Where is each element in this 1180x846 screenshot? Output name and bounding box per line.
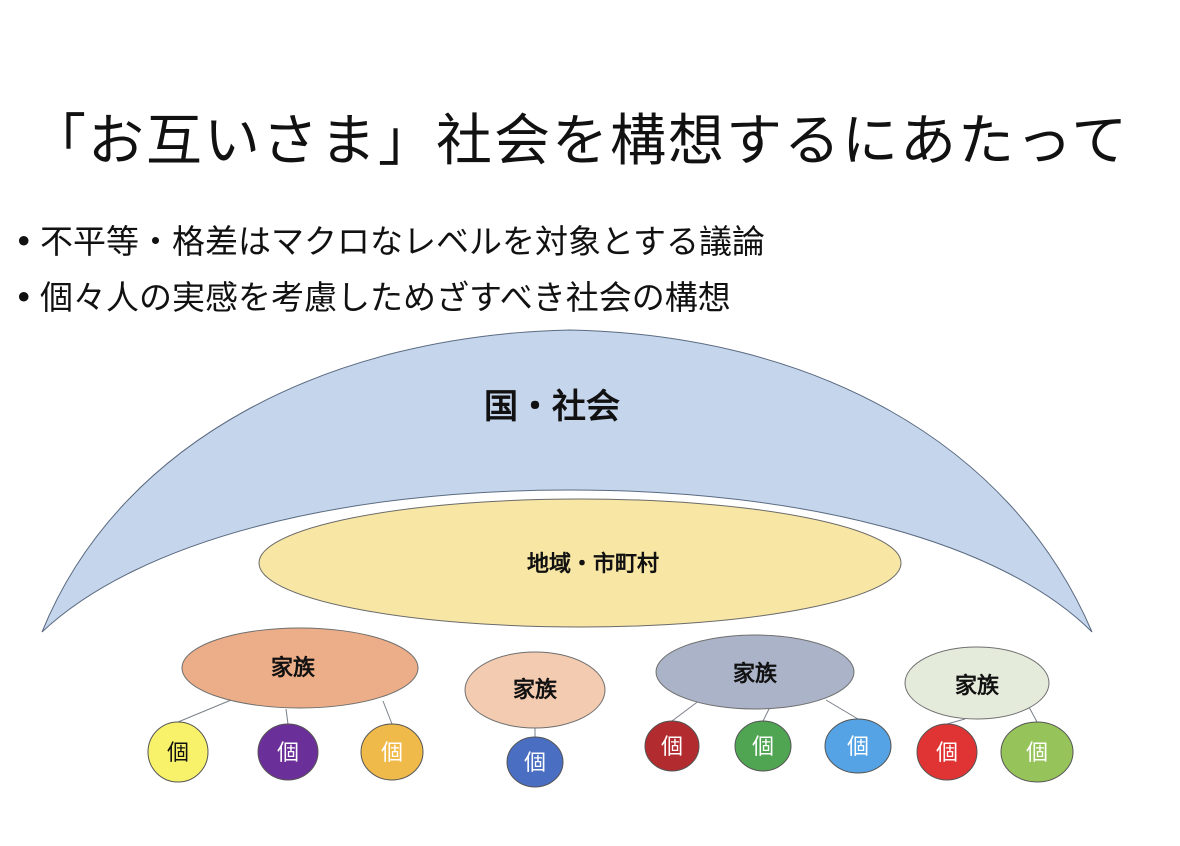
family-ellipse (904, 646, 1050, 720)
individual-ellipse (644, 720, 700, 772)
individual-ellipse (147, 721, 209, 783)
individual-label: 個 (1026, 741, 1048, 766)
individual-label: 個 (381, 741, 403, 766)
region-ellipse (258, 498, 902, 628)
individual-label: 個 (661, 735, 683, 760)
family-connector (946, 718, 966, 725)
family-connector (762, 708, 770, 722)
individual-ellipse (734, 720, 792, 772)
bullet-text: 不平等・格差はマクロなレベルを対象とする議論 (40, 222, 766, 261)
individual-label: 個 (524, 751, 546, 776)
family-label: 家族 (271, 655, 316, 681)
family-connector (825, 699, 859, 720)
individual-ellipse (824, 718, 892, 774)
individual-ellipse (506, 736, 564, 788)
family-connector (671, 699, 701, 722)
nation-crescent (41, 329, 1093, 633)
bullet-item: •個々人の実感を考慮しためざすべき社会の構想 (14, 278, 731, 317)
bullet-item: •不平等・格差はマクロなレベルを対象とする議論 (14, 222, 766, 261)
individual-ellipse (1000, 721, 1074, 783)
family-ellipse (655, 634, 855, 710)
family-ellipse (464, 651, 606, 729)
individual-label: 個 (752, 735, 774, 760)
family-connector (382, 700, 393, 725)
nation-label: 国・社会 (484, 387, 620, 427)
family-connector (177, 697, 237, 723)
family-label: 家族 (955, 673, 1000, 699)
family-label: 家族 (733, 661, 778, 687)
individual-label: 個 (847, 735, 869, 760)
family-ellipse (181, 627, 419, 709)
individual-label: 個 (936, 741, 958, 766)
slide-title: 「お互いさま」社会を構想するにあたって (30, 109, 1130, 174)
family-connector (285, 708, 289, 725)
region-label: 地域・市町村 (527, 551, 659, 577)
individual-label: 個 (167, 741, 189, 766)
individual-label: 個 (277, 741, 299, 766)
families-layer: 家族個個個家族個家族個個個家族個個 (147, 627, 1074, 788)
individual-ellipse (360, 723, 424, 781)
family-label: 家族 (513, 677, 558, 703)
family-connector (1028, 706, 1038, 723)
bullet-text: 個々人の実感を考慮しためざすべき社会の構想 (40, 278, 731, 317)
individual-ellipse (916, 723, 978, 781)
bullet-list: •不平等・格差はマクロなレベルを対象とする議論 •個々人の実感を考慮しためざすべ… (14, 214, 765, 326)
individual-ellipse (257, 723, 319, 781)
